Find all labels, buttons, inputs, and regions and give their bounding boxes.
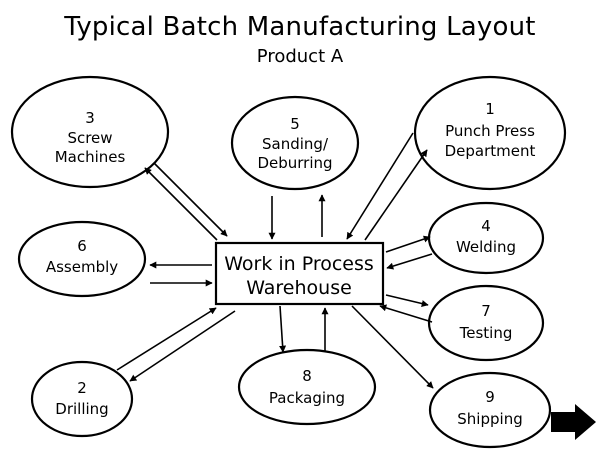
flow-arrow-warehouse-to-3 xyxy=(144,167,218,241)
department-number: 7 xyxy=(481,302,491,320)
department-ellipse xyxy=(237,348,377,426)
department-label: Welding xyxy=(456,238,516,256)
flow-arrow-3-to-warehouse xyxy=(153,162,228,237)
department-node-1: 1 Punch Press Department xyxy=(413,75,567,191)
department-number: 5 xyxy=(290,115,300,133)
department-ellipse xyxy=(17,220,147,298)
flow-arrow-warehouse-to-2 xyxy=(129,310,236,382)
department-ellipse xyxy=(10,75,170,189)
department-node-7: 7 Testing xyxy=(427,284,545,362)
department-node-2: 2 Drilling xyxy=(30,360,134,438)
right-arrow-icon xyxy=(551,404,596,440)
department-number: 1 xyxy=(485,100,495,118)
warehouse-node: Work in Process Warehouse xyxy=(214,241,385,306)
department-node-4: 4 Welding xyxy=(427,201,545,275)
department-label: Sanding/ xyxy=(262,135,329,153)
warehouse-label-line2: Warehouse xyxy=(246,277,352,299)
flow-arrow-7-to-warehouse xyxy=(379,304,433,323)
department-number: 8 xyxy=(302,367,312,385)
department-ellipse xyxy=(230,95,360,191)
department-number: 9 xyxy=(485,388,495,406)
flow-arrows xyxy=(116,132,434,389)
flow-arrow-warehouse-to-4 xyxy=(385,235,431,253)
department-number: 3 xyxy=(85,109,95,127)
department-label: Screw xyxy=(67,129,112,147)
flow-arrow-warehouse-to-7 xyxy=(385,294,429,307)
flow-arrow-4-to-warehouse xyxy=(386,253,433,270)
department-node-8: 8 Packaging xyxy=(237,348,377,426)
flow-arrow-warehouse-to-1 xyxy=(364,149,428,241)
department-ellipse xyxy=(427,284,545,362)
department-label: Punch Press xyxy=(445,122,535,140)
department-number: 6 xyxy=(77,237,87,255)
department-ellipse xyxy=(428,371,552,449)
department-label: Packaging xyxy=(269,389,345,407)
department-node-5: 5 Sanding/ Deburring xyxy=(230,95,360,191)
department-label: Department xyxy=(445,142,536,160)
department-ellipse xyxy=(30,360,134,438)
department-node-3: 3 Screw Machines xyxy=(10,75,170,189)
warehouse-label-line1: Work in Process xyxy=(224,253,374,275)
department-ellipse xyxy=(413,75,567,191)
department-label: Shipping xyxy=(457,410,522,428)
department-label: Drilling xyxy=(55,400,108,418)
department-node-9: 9 Shipping xyxy=(428,371,552,449)
diagram-title: Typical Batch Manufacturing Layout xyxy=(64,12,536,42)
warehouse-box xyxy=(214,241,385,306)
department-node-6: 6 Assembly xyxy=(17,220,147,298)
department-label: Assembly xyxy=(46,258,118,276)
department-label: Testing xyxy=(459,324,513,342)
department-label: Machines xyxy=(55,148,126,166)
flow-arrow-warehouse-to-9 xyxy=(351,305,434,389)
flow-arrow-warehouse-to-8 xyxy=(279,305,287,353)
diagram-subtitle: Product A xyxy=(256,46,344,67)
flow-arrow-2-to-warehouse xyxy=(116,307,217,371)
department-label: Deburring xyxy=(257,154,332,172)
department-number: 4 xyxy=(481,217,491,235)
flow-arrow-1-to-warehouse xyxy=(346,132,414,240)
department-number: 2 xyxy=(77,379,87,397)
